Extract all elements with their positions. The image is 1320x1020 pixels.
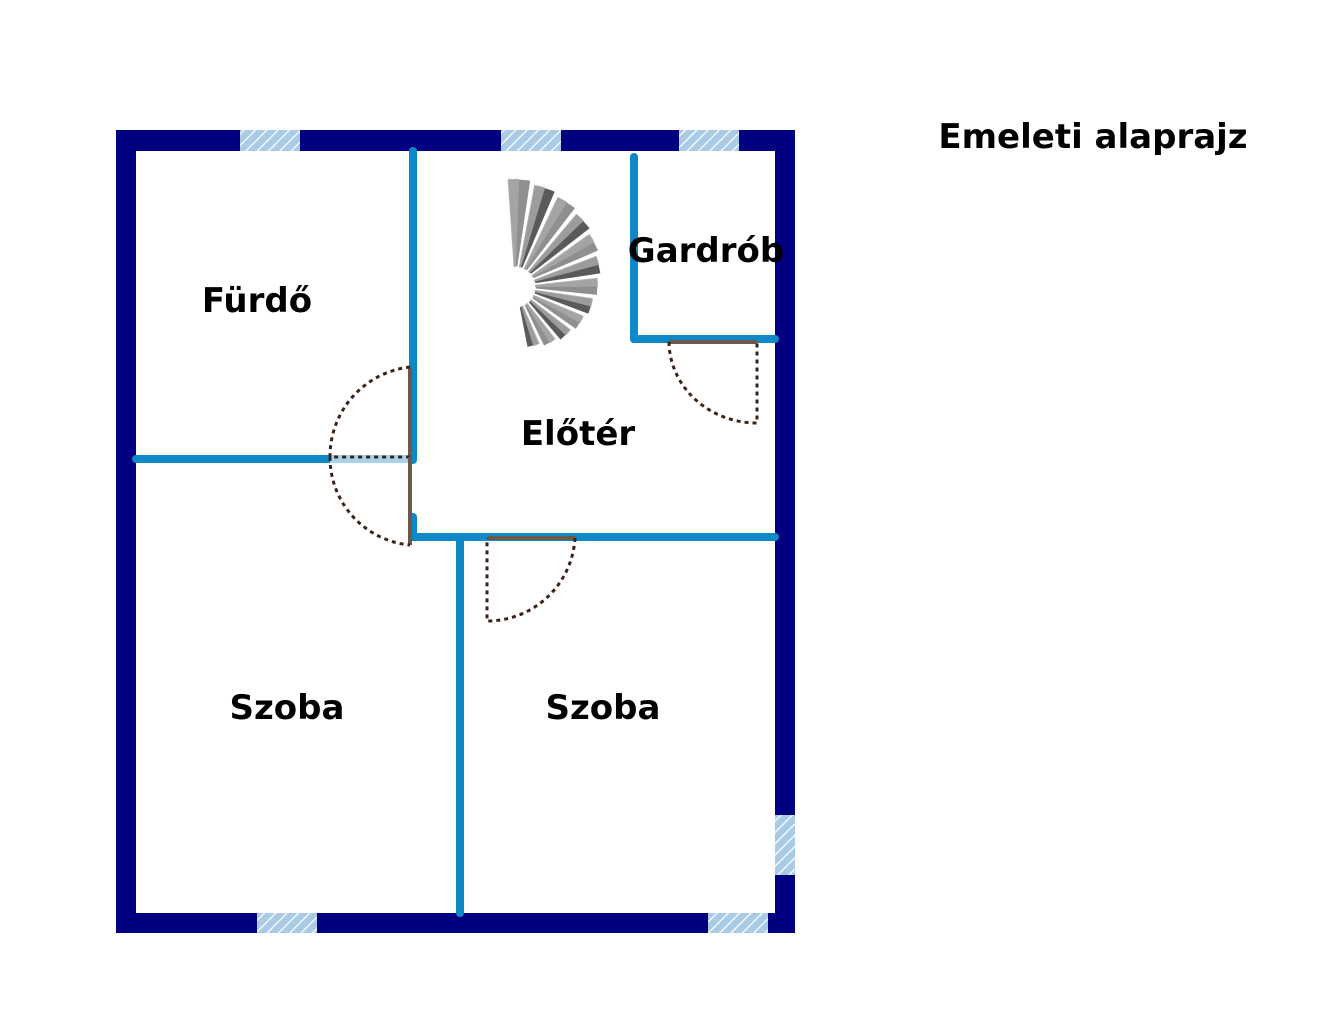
stair-step-shade	[532, 294, 584, 324]
room-label-bathroom: Fürdő	[202, 281, 312, 321]
window-bottom-right	[708, 913, 768, 933]
room-label-wardrobe: Gardrób	[628, 231, 784, 271]
doors	[328, 340, 759, 623]
plan-title: Emeleti alaprajz	[938, 117, 1247, 157]
stair-step-shade	[518, 184, 546, 268]
door-bathroom	[328, 365, 412, 459]
stair-step-shade	[525, 302, 556, 344]
window-bottom-left	[257, 913, 317, 933]
windows	[240, 130, 795, 933]
room-label-left-room: Szoba	[230, 688, 345, 728]
stair-step-shade	[520, 305, 540, 347]
window-top-left	[240, 130, 300, 151]
stair-step-shade	[534, 277, 598, 287]
stair-step-shade	[533, 255, 600, 282]
outer-wall-right	[775, 130, 795, 933]
door-right-room	[485, 536, 577, 623]
stair-step-shade	[523, 196, 568, 270]
window-top-right	[679, 130, 739, 151]
outer-wall-left	[116, 130, 136, 933]
stair-step-shade	[529, 299, 571, 336]
stair-step-shade	[531, 233, 595, 278]
stair-step-shade	[534, 289, 593, 307]
window-top-middle	[501, 130, 561, 151]
room-label-hall: Előtér	[521, 414, 636, 454]
stair-step-shade	[507, 178, 520, 267]
outer-wall-bottom	[116, 913, 795, 933]
door-opening-bathroom	[330, 455, 410, 463]
door-left-room	[328, 456, 412, 547]
stair-step-shade	[527, 213, 584, 274]
door-wardrobe	[667, 340, 759, 425]
room-label-right-room: Szoba	[546, 688, 661, 728]
window-right	[775, 815, 795, 875]
spiral-staircase	[496, 178, 603, 349]
stair-center-post	[496, 268, 534, 306]
inner-walls	[132, 147, 779, 917]
